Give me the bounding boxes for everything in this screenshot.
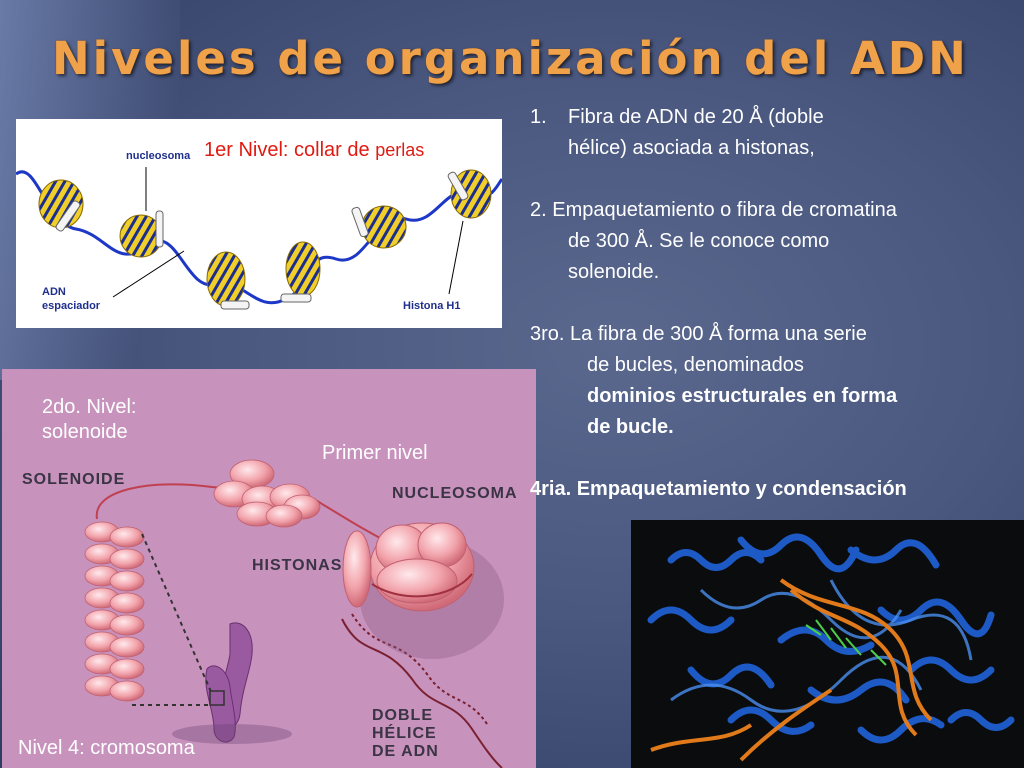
- slide-title: Niveles de organización del ADN: [52, 32, 969, 85]
- nucleosome-diagram-panel: 1er Nivel: collar de perlas nucleosoma A…: [16, 119, 502, 328]
- item-2-line-3: solenoide.: [568, 261, 660, 283]
- protein-ribbon-illustration: [647, 533, 1015, 762]
- item-3-line-2: de bucles, denominados: [587, 354, 804, 376]
- item-1-line-1: 1.Fibra de ADN de 20 Å (doble: [530, 106, 824, 128]
- nucleosome-bead-6: [447, 169, 492, 219]
- nucleosoma-label: nucleosoma: [126, 150, 191, 162]
- beads-on-string-illustration: [16, 167, 502, 310]
- item-3-line-1: 3ro. La fibra de 300 Å forma una serie: [530, 323, 867, 345]
- item-2-line-2: de 300 Å. Se le conoce como: [568, 230, 830, 252]
- level1-caption: 1er Nivel: collar de perlas: [204, 139, 425, 161]
- levels-description: 1.Fibra de ADN de 20 Å (doble hélice) as…: [530, 102, 1018, 505]
- level2-caption: 2do. Nivel:solenoide: [42, 396, 137, 443]
- item-1-line-2: hélice) asociada a histonas,: [568, 137, 815, 159]
- primer-nivel-caption: Primer nivel: [322, 442, 428, 464]
- solenoid-diagram-panel: 2do. Nivel:solenoide Primer nivel SOLENO…: [2, 369, 536, 768]
- solenoid-stack: [84, 521, 145, 702]
- nucleosome-cluster: [213, 459, 321, 528]
- item-3-line-3: dominios estructurales en forma: [587, 385, 898, 407]
- nucleosome-bead-2: [119, 210, 164, 258]
- chromatin-levels-illustration: [84, 459, 504, 768]
- nucleosome-bead-3: [206, 251, 250, 310]
- nucleosome-bead-5: [351, 205, 407, 249]
- item-3-line-4: de bucle.: [587, 416, 674, 438]
- item-4: 4ria. Empaquetamiento y condensación: [530, 478, 907, 500]
- chromosome-shape: [205, 622, 253, 743]
- large-nucleosome: [360, 522, 504, 659]
- histonas-label: HISTONAS: [252, 557, 343, 574]
- level4-caption: Nivel 4: cromosoma: [18, 737, 195, 759]
- solenoide-label: SOLENOIDE: [22, 471, 126, 488]
- nucleosome-bead-4: [280, 241, 321, 303]
- histona-h1-label: Histona H1: [403, 300, 461, 312]
- histone-shape: [342, 530, 372, 608]
- item-2-line-1: 2. Empaquetamiento o fibra de cromatina: [530, 199, 897, 221]
- protein-dna-structure-image: [631, 520, 1024, 768]
- nucleosoma-label-2: NUCLEOSOMA: [392, 485, 518, 502]
- nucleosome-bead-1: [38, 179, 84, 232]
